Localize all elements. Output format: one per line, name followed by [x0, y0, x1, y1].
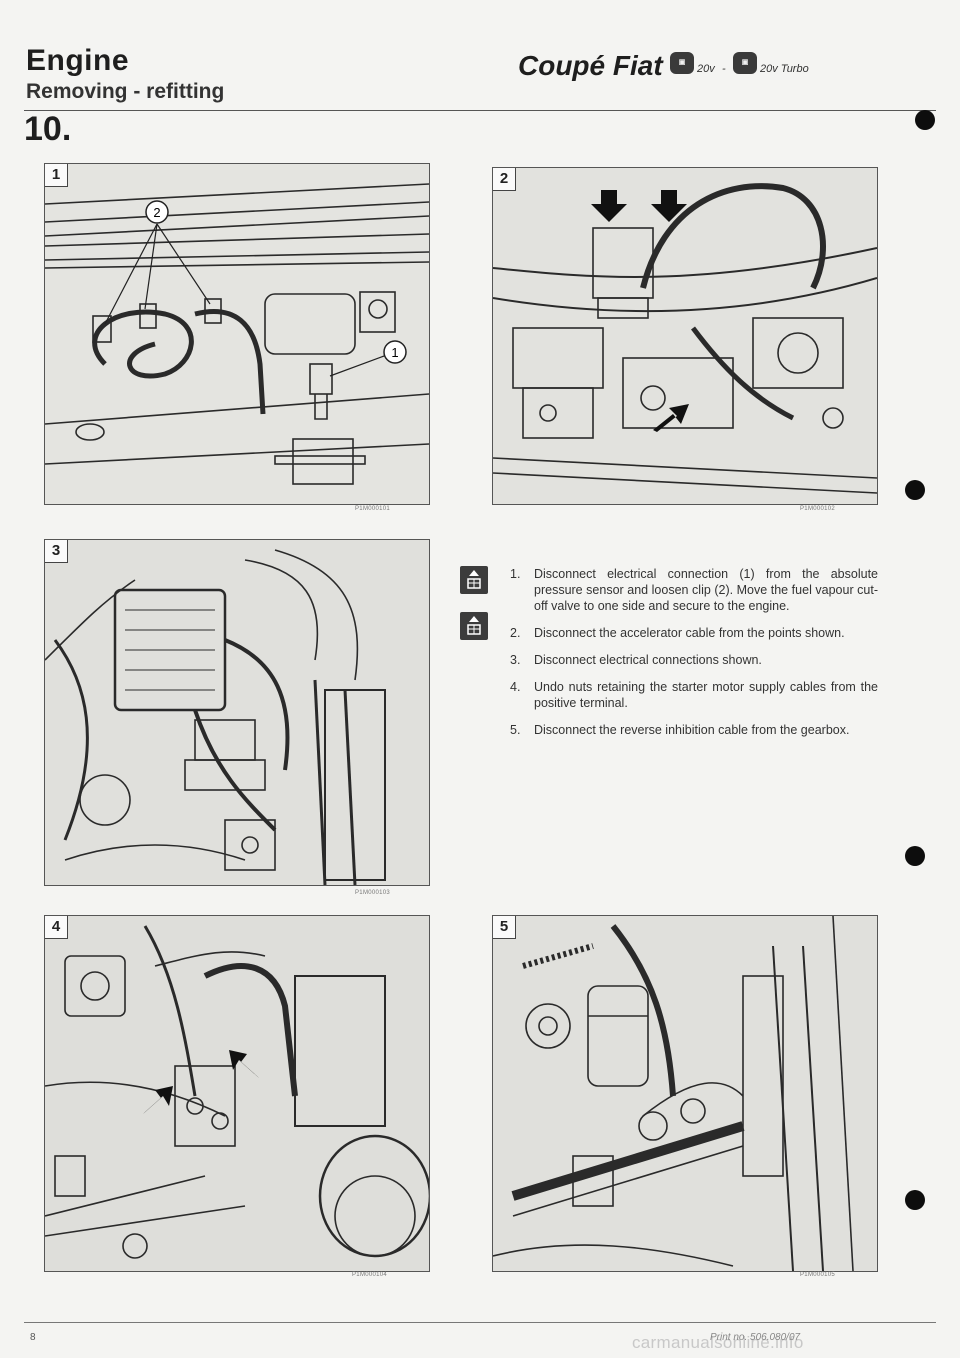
- instruction-step: 2. Disconnect the accelerator cable from …: [510, 625, 878, 641]
- figure-2: 2: [492, 167, 878, 505]
- figure-5: 5: [492, 915, 878, 1272]
- step-text: Disconnect the reverse inhibition cable …: [534, 723, 850, 737]
- engine-drawing-2: [493, 168, 877, 504]
- figure-2-number: 2: [493, 168, 516, 191]
- engine-drawing-5: [493, 916, 877, 1271]
- engine-drawing-4: [45, 916, 429, 1271]
- header-rule: [24, 110, 936, 111]
- removal-icon: [460, 566, 488, 594]
- margin-dot-icon: [905, 846, 925, 866]
- brand-name: Coupé Fiat: [518, 50, 663, 81]
- figure-1-number: 1: [45, 164, 68, 187]
- step-number: 4.: [510, 680, 521, 694]
- callout-1: 1: [391, 345, 398, 360]
- removal-icon: [460, 612, 488, 640]
- margin-dot-icon: [915, 110, 935, 130]
- footer-rule: [24, 1322, 936, 1323]
- page-subtitle: Removing - refitting: [26, 80, 225, 103]
- step-text: Disconnect electrical connection (1) fro…: [534, 567, 878, 613]
- figure-1-code: P1M000101: [355, 506, 391, 512]
- print-number: Print no. 506.080/07: [710, 1332, 801, 1343]
- page-number: 8: [30, 1332, 36, 1343]
- margin-dot-icon: [905, 480, 925, 500]
- instruction-step: 3. Disconnect electrical connections show…: [510, 652, 878, 668]
- figure-4-code: P1M000104: [352, 1272, 388, 1278]
- watermark: carmanualsonline.info: [632, 1333, 804, 1352]
- variant-separator: -: [722, 63, 726, 75]
- instruction-step: 1. Disconnect electrical connection (1) f…: [510, 566, 878, 614]
- step-text: Disconnect electrical connections shown.: [534, 653, 762, 667]
- section-number: 10.: [24, 110, 72, 148]
- figure-3: 3: [44, 539, 430, 886]
- model-year-badge-icon: ▣: [670, 52, 694, 74]
- instruction-list: 1. Disconnect electrical connection (1) f…: [510, 566, 878, 749]
- instruction-step: 5. Disconnect the reverse inhibition cabl…: [510, 722, 878, 738]
- figure-5-code: P1M000105: [800, 1272, 836, 1278]
- step-number: 1.: [510, 567, 521, 581]
- figure-2-code: P1M000102: [800, 506, 836, 512]
- instruction-step: 4. Undo nuts retaining the starter motor …: [510, 679, 878, 711]
- figure-4: 4: [44, 915, 430, 1272]
- engine-drawing-1: 2 1: [45, 164, 429, 504]
- figure-3-number: 3: [45, 540, 68, 563]
- figure-1: 1 2 1: [44, 163, 430, 505]
- margin-dot-icon: [905, 1190, 925, 1210]
- model-year-badge-icon: ▣: [733, 52, 757, 74]
- figure-3-code: P1M000103: [355, 890, 391, 896]
- step-text: Disconnect the accelerator cable from th…: [534, 626, 845, 640]
- figure-4-number: 4: [45, 916, 68, 939]
- step-number: 3.: [510, 653, 521, 667]
- step-number: 2.: [510, 626, 521, 640]
- variant-label: 20v: [697, 63, 715, 75]
- engine-drawing-3: [45, 540, 429, 885]
- figure-5-number: 5: [493, 916, 516, 939]
- page-title: Engine: [26, 44, 130, 77]
- step-text: Undo nuts retaining the starter motor su…: [534, 680, 878, 710]
- variant-label-turbo: 20v Turbo: [760, 63, 809, 75]
- callout-2: 2: [153, 205, 160, 220]
- step-number: 5.: [510, 723, 521, 737]
